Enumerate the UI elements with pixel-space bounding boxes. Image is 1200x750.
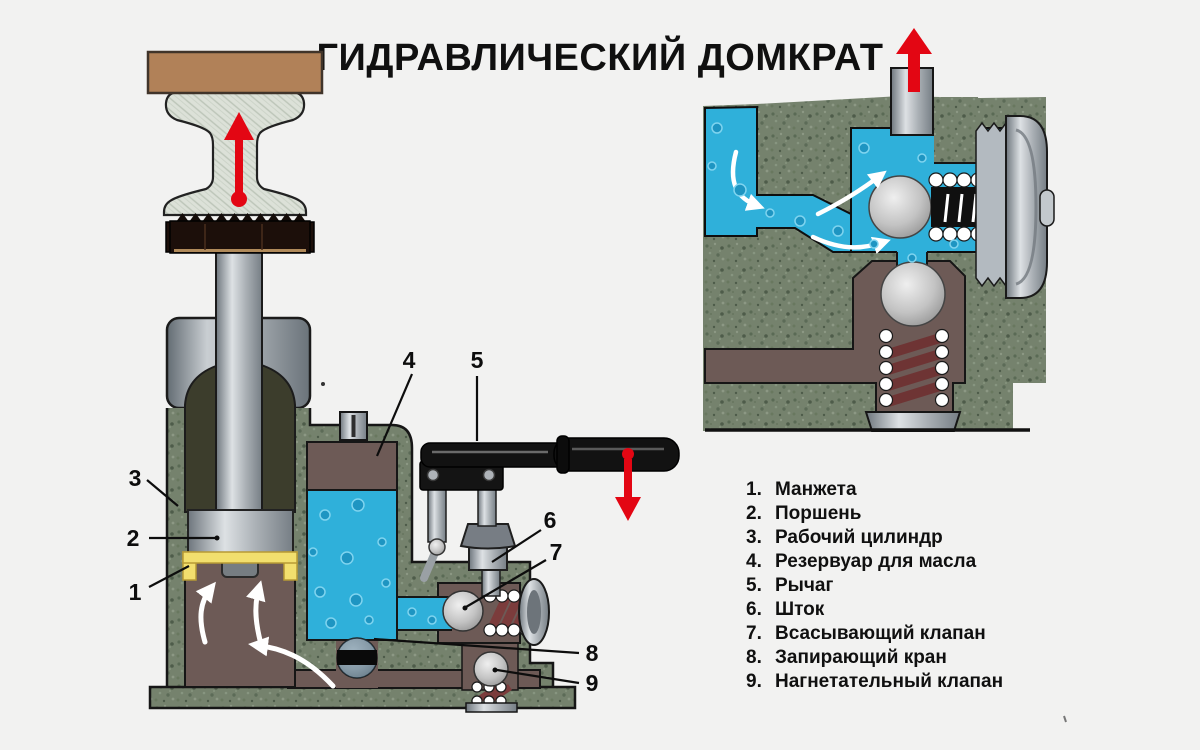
legend-item: 8. Запирающий кран xyxy=(746,646,1046,670)
lever-linkage xyxy=(419,460,504,582)
legend-num: 8. xyxy=(746,647,762,668)
oil-flow-arrows xyxy=(195,580,336,689)
legend-item: 4. Резервуар для масла xyxy=(746,550,1046,574)
discharge-valve-ball xyxy=(473,651,509,687)
stray-dot xyxy=(321,382,325,386)
legend-item: 6. Шток xyxy=(746,598,1046,622)
suction-valve-ball xyxy=(442,590,484,632)
filler-plug xyxy=(339,411,368,441)
pump-rod-assembly xyxy=(459,523,517,597)
legend-num: 5. xyxy=(746,575,762,596)
oil-reservoir xyxy=(306,441,437,641)
legend-item: 2. Поршень xyxy=(746,502,1046,526)
legend-label: Рабочий цилиндр xyxy=(775,527,943,548)
screw-head-washer xyxy=(1005,115,1055,299)
callout-dots xyxy=(214,535,498,673)
legend-item: 7. Всасывающий клапан xyxy=(746,622,1046,646)
wood-beam xyxy=(146,50,324,95)
legend-num: 6. xyxy=(746,599,762,620)
legend-num: 9. xyxy=(746,671,762,692)
locking-tap xyxy=(336,637,378,679)
detail-maroon-spring xyxy=(878,328,950,408)
legend-label: Всасывающий клапан xyxy=(775,623,986,644)
callout-8: 8 xyxy=(586,640,599,666)
detail-discharge-ball xyxy=(880,261,946,327)
legend-num: 4. xyxy=(746,551,762,572)
detail-bottom-plug xyxy=(864,411,962,432)
channel-edges xyxy=(397,596,452,631)
discharge-valve xyxy=(465,651,518,713)
detail-suction-ball xyxy=(868,175,932,239)
body-outline xyxy=(165,408,555,687)
callout-7: 7 xyxy=(550,539,563,565)
legend: 1. Манжета 2. Поршень 3. Рабочий цилиндр 4.… xyxy=(746,478,1046,694)
legend-num: 7. xyxy=(746,623,762,644)
saddle xyxy=(165,213,315,254)
legend-label: Манжета xyxy=(775,479,857,500)
callout-1: 1 xyxy=(129,579,142,605)
piston-rod xyxy=(215,251,263,515)
main-jack-view xyxy=(146,50,680,713)
valve-detail-view xyxy=(703,28,1067,723)
legend-num: 2. xyxy=(746,503,762,524)
legend-item: 1. Манжета xyxy=(746,478,1046,502)
callout-lines xyxy=(146,373,580,685)
legend-label: Нагнетательный клапан xyxy=(775,671,1004,692)
callout-4: 4 xyxy=(403,347,416,373)
legend-label: Рычаг xyxy=(775,575,834,596)
legend-num: 3. xyxy=(746,527,762,548)
detail-top-green-patch xyxy=(934,97,978,163)
callout-numbers: 1 2 3 4 5 6 7 8 9 xyxy=(127,347,599,696)
lever-handle xyxy=(420,435,680,474)
cuff-seal xyxy=(182,551,298,581)
callout-6: 6 xyxy=(544,507,557,533)
callout-3: 3 xyxy=(129,465,142,491)
detail-oil-passage xyxy=(704,105,852,253)
legend-label: Поршень xyxy=(775,503,862,524)
legend-num: 1. xyxy=(746,479,762,500)
oil-bubbles xyxy=(308,498,437,629)
detail-up-arrow-icon xyxy=(896,28,932,92)
down-arrow-icon xyxy=(615,448,641,521)
stray-tick xyxy=(1063,715,1067,723)
callout-5: 5 xyxy=(471,347,484,373)
legend-label: Шток xyxy=(775,599,825,620)
legend-item: 3. Рабочий цилиндр xyxy=(746,526,1046,550)
detail-bubbles xyxy=(707,122,959,263)
legend-label: Запирающий кран xyxy=(775,647,947,668)
up-arrow-icon xyxy=(224,112,254,207)
callout-2: 2 xyxy=(127,525,140,551)
legend-label: Резервуар для масла xyxy=(775,551,977,572)
legend-item: 9. Нагнетательный клапан xyxy=(746,670,1046,694)
piston xyxy=(187,509,294,556)
page-title: ГИДРАВЛИЧЕСКИЙ ДОМКРАТ xyxy=(317,34,884,79)
callout-9: 9 xyxy=(586,670,599,696)
legend-item: 5. Рычаг xyxy=(746,574,1046,598)
